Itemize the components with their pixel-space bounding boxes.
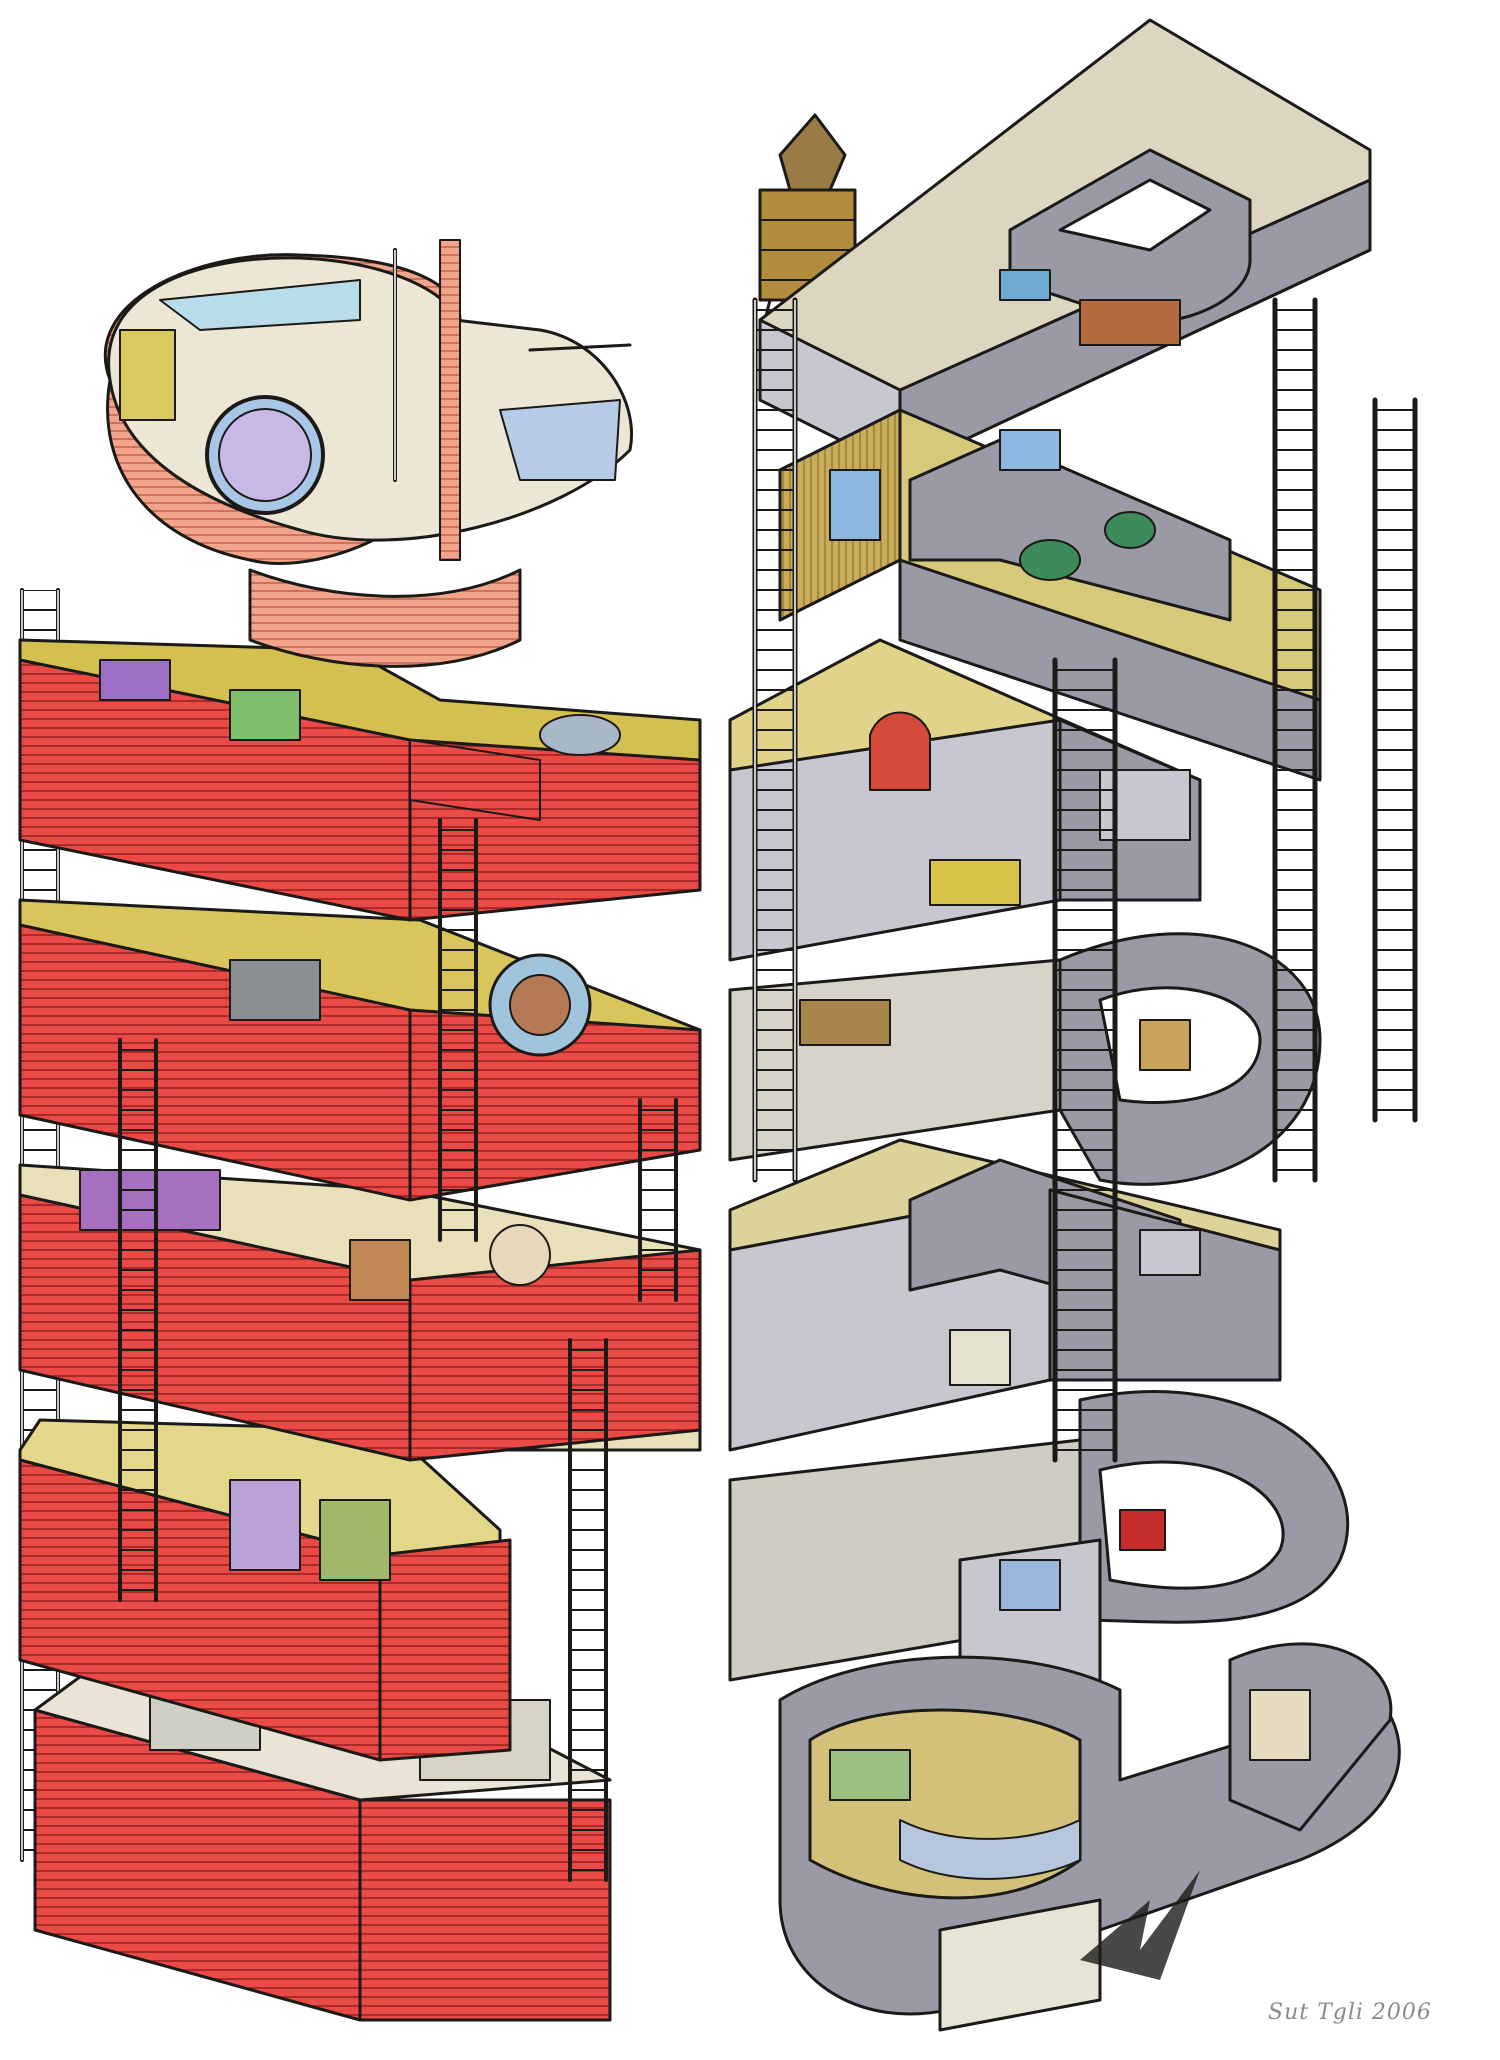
right-bottom-floor [778, 1642, 1401, 2032]
right-top-floor [758, 18, 1372, 472]
artist-signature: Sut Tgli 2006 [1268, 2000, 1432, 2025]
right-floor-4 [728, 932, 1322, 1186]
left-top-ring [103, 239, 633, 668]
right-tower-ladders [752, 297, 1418, 1463]
ink-splash [1080, 1870, 1200, 1980]
left-slab-4 [18, 1163, 702, 1462]
left-tower [18, 239, 702, 2022]
left-slab-3 [18, 898, 702, 1202]
left-inner-ladders [118, 818, 678, 1882]
right-tower [728, 18, 1418, 2032]
left-slab-2 [18, 638, 702, 922]
